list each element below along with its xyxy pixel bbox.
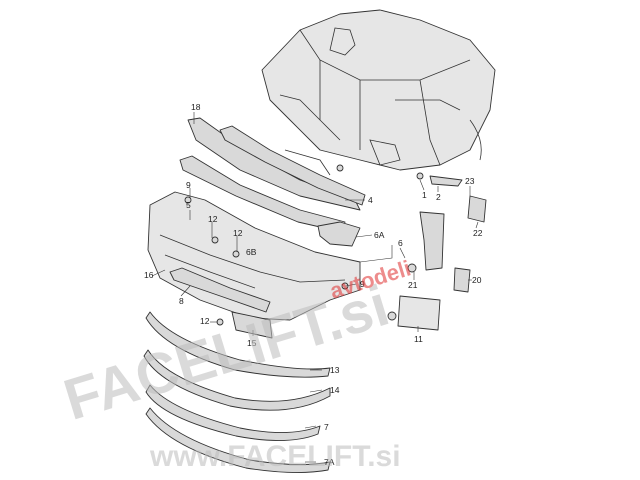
callout-22: 22 (473, 228, 483, 238)
callout-6a: 6A (374, 230, 385, 240)
vehicle-front-body (261, 9, 496, 176)
callout-6: 6 (398, 238, 403, 248)
callout-12-b: 12 (233, 228, 243, 238)
callout-9-lower: 9 (360, 279, 365, 289)
fasteners (184, 164, 424, 326)
callout-6b: 6B (246, 247, 257, 257)
callout-9-upper: 9 (186, 180, 191, 190)
license-plate-bracket (397, 295, 441, 331)
lower-grille (169, 267, 273, 339)
callout-15: 15 (247, 338, 257, 348)
callout-labels: 18 9 5 12 12 6B 4 6A 6 9 16 8 12 15 13 1… (144, 102, 483, 467)
bumper-reinforcement (179, 117, 366, 233)
lower-spoilers (143, 311, 331, 474)
callout-8: 8 (179, 296, 184, 306)
callout-12-a: 12 (208, 214, 218, 224)
callout-13: 13 (330, 365, 340, 375)
callout-1: 1 (422, 190, 427, 200)
callout-5: 5 (186, 200, 191, 210)
leader-lines (151, 112, 479, 463)
callout-23: 23 (465, 176, 475, 186)
brackets (317, 175, 487, 293)
watermark-url: www.FACELIFT.si (149, 440, 401, 473)
callout-18: 18 (191, 102, 201, 112)
callout-7: 7 (324, 422, 329, 432)
callout-16: 16 (144, 270, 154, 280)
callout-20: 20 (472, 275, 482, 285)
callout-11: 11 (414, 334, 423, 344)
callout-4: 4 (368, 195, 373, 205)
callout-14: 14 (330, 385, 340, 395)
callout-21: 21 (408, 280, 418, 290)
callout-12-c: 12 (200, 316, 210, 326)
callout-2: 2 (436, 192, 441, 202)
callout-7a: 7A (324, 457, 335, 467)
